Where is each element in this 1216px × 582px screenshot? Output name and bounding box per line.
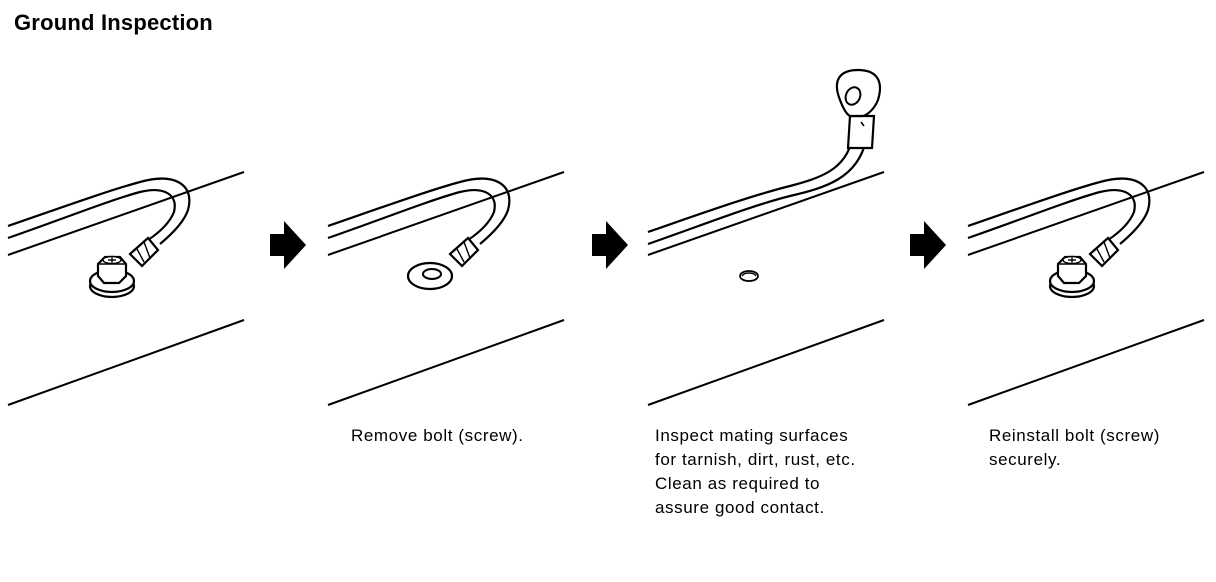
arrow-icon xyxy=(270,221,306,269)
step-3-figure xyxy=(647,68,885,406)
arrow-icon xyxy=(592,221,628,269)
step-4-figure xyxy=(966,171,1205,406)
step-4-caption: Reinstall bolt (screw) securely. xyxy=(989,426,1160,469)
arrow-icon xyxy=(910,221,946,269)
page-title: Ground Inspection xyxy=(14,10,213,35)
step-2-caption: Remove bolt (screw). xyxy=(351,426,524,445)
step-2-figure xyxy=(326,171,565,406)
step-1-figure xyxy=(6,171,245,406)
step-3-caption: Inspect mating surfaces for tarnish, dir… xyxy=(655,426,856,517)
